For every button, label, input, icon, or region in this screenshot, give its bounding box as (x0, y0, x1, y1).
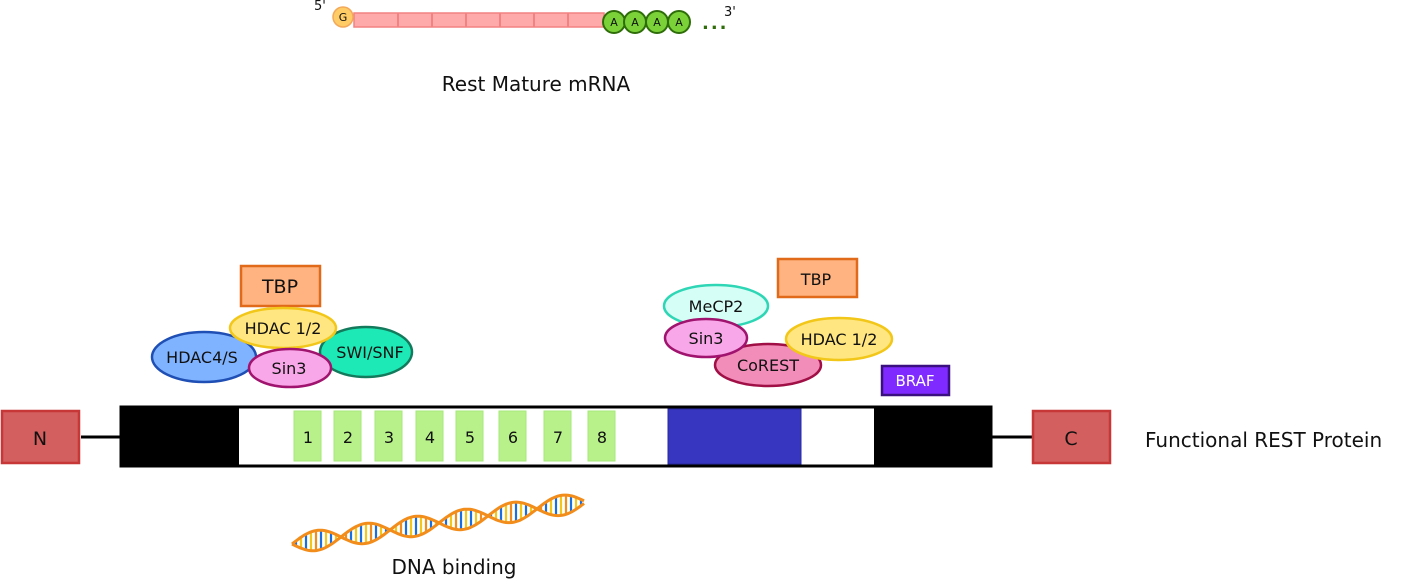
c-terminal-complex: TBP MeCP2 CoREST Sin3 HDAC 1/2 BRAF (662, 257, 951, 397)
protein-diagram: N C 1 2 3 4 (0, 405, 1382, 468)
hdac12-label-c: HDAC 1/2 (801, 330, 878, 349)
zinc-finger-3: 3 (374, 410, 403, 462)
polyA-label-1: A (610, 16, 618, 29)
mrna-three-prime-label: 3' (724, 5, 736, 20)
sin3-ellipse-n: Sin3 (247, 347, 333, 389)
zinc-finger-label: 4 (425, 428, 435, 447)
hdac4s-label: HDAC4/S (166, 348, 238, 367)
lysine-rich-domain (667, 408, 802, 465)
zinc-finger-domain: 1 2 3 4 5 6 7 (293, 410, 616, 462)
mrna-segment-ticks (397, 13, 569, 27)
n-terminal-repression-domain (121, 407, 239, 466)
zinc-finger-label: 5 (465, 428, 475, 447)
zinc-finger-6: 6 (498, 410, 527, 462)
c-terminal-repression-domain (874, 407, 991, 466)
zinc-finger-label: 8 (597, 428, 607, 447)
polyA-label-4: A (675, 16, 683, 29)
mrna-five-prime-label: 5' (314, 0, 326, 14)
dna-binding-caption: DNA binding (392, 555, 517, 579)
zinc-finger-5: 5 (455, 410, 484, 462)
mecp2-label: MeCP2 (689, 297, 744, 316)
mrna-body (353, 12, 605, 28)
n-terminal-complex: TBP HDAC4/S SWI/SNF HDAC 1/2 Sin3 (150, 264, 414, 389)
hdac12-ellipse-n: HDAC 1/2 (228, 306, 338, 350)
zinc-finger-1: 1 (293, 410, 322, 462)
polyA-label-2: A (631, 16, 639, 29)
swisnf-label: SWI/SNF (336, 343, 403, 362)
zinc-finger-7: 7 (543, 410, 572, 462)
tbp-label-c: TBP (800, 270, 832, 289)
n-terminus: N (0, 409, 81, 465)
swisnf-ellipse: SWI/SNF (318, 325, 414, 379)
tbp-box-c: TBP (776, 257, 859, 299)
zinc-finger-label: 7 (553, 428, 563, 447)
mrna-caption: Rest Mature mRNA (442, 72, 631, 96)
hdac12-label-n: HDAC 1/2 (245, 319, 322, 338)
polyA-tail: A A A A (602, 10, 691, 34)
sin3-ellipse-c: Sin3 (663, 317, 749, 359)
mrna-cap-label: G (339, 11, 348, 24)
sin3-label-n: Sin3 (272, 359, 307, 378)
n-terminus-label: N (33, 428, 47, 450)
zinc-finger-2: 2 (333, 410, 362, 462)
c-terminus: C (1031, 409, 1112, 465)
corest-ellipse: CoREST (713, 342, 823, 388)
zinc-finger-8: 8 (587, 410, 616, 462)
hdac12-ellipse-c: HDAC 1/2 (784, 316, 894, 362)
corest-label: CoREST (737, 356, 799, 375)
protein-caption: Functional REST Protein (1145, 428, 1382, 452)
mrna-cap: G (332, 6, 354, 28)
mecp2-ellipse: MeCP2 (662, 283, 770, 329)
tbp-label-n: TBP (261, 276, 298, 298)
zinc-finger-label: 3 (384, 428, 394, 447)
zinc-finger-label: 1 (303, 428, 313, 447)
c-terminus-label: C (1064, 428, 1077, 450)
zinc-finger-label: 6 (508, 428, 518, 447)
hdac4s-ellipse: HDAC4/S (150, 330, 258, 384)
sin3-label-c: Sin3 (689, 329, 724, 348)
zinc-finger-4: 4 (415, 410, 444, 462)
tbp-box-n: TBP (239, 264, 322, 308)
polyA-label-3: A (653, 16, 661, 29)
zinc-finger-label: 2 (343, 428, 353, 447)
braf-label: BRAF (896, 372, 935, 390)
dna-strand-b (291, 500, 585, 546)
mrna-diagram: 5' G A A A A ... 3' Rest Mature mRNA (314, 0, 736, 96)
mrna-ellipsis: ... (702, 13, 729, 34)
dna-helix-icon: DNA binding (291, 493, 585, 579)
braf-box: BRAF (880, 364, 951, 397)
